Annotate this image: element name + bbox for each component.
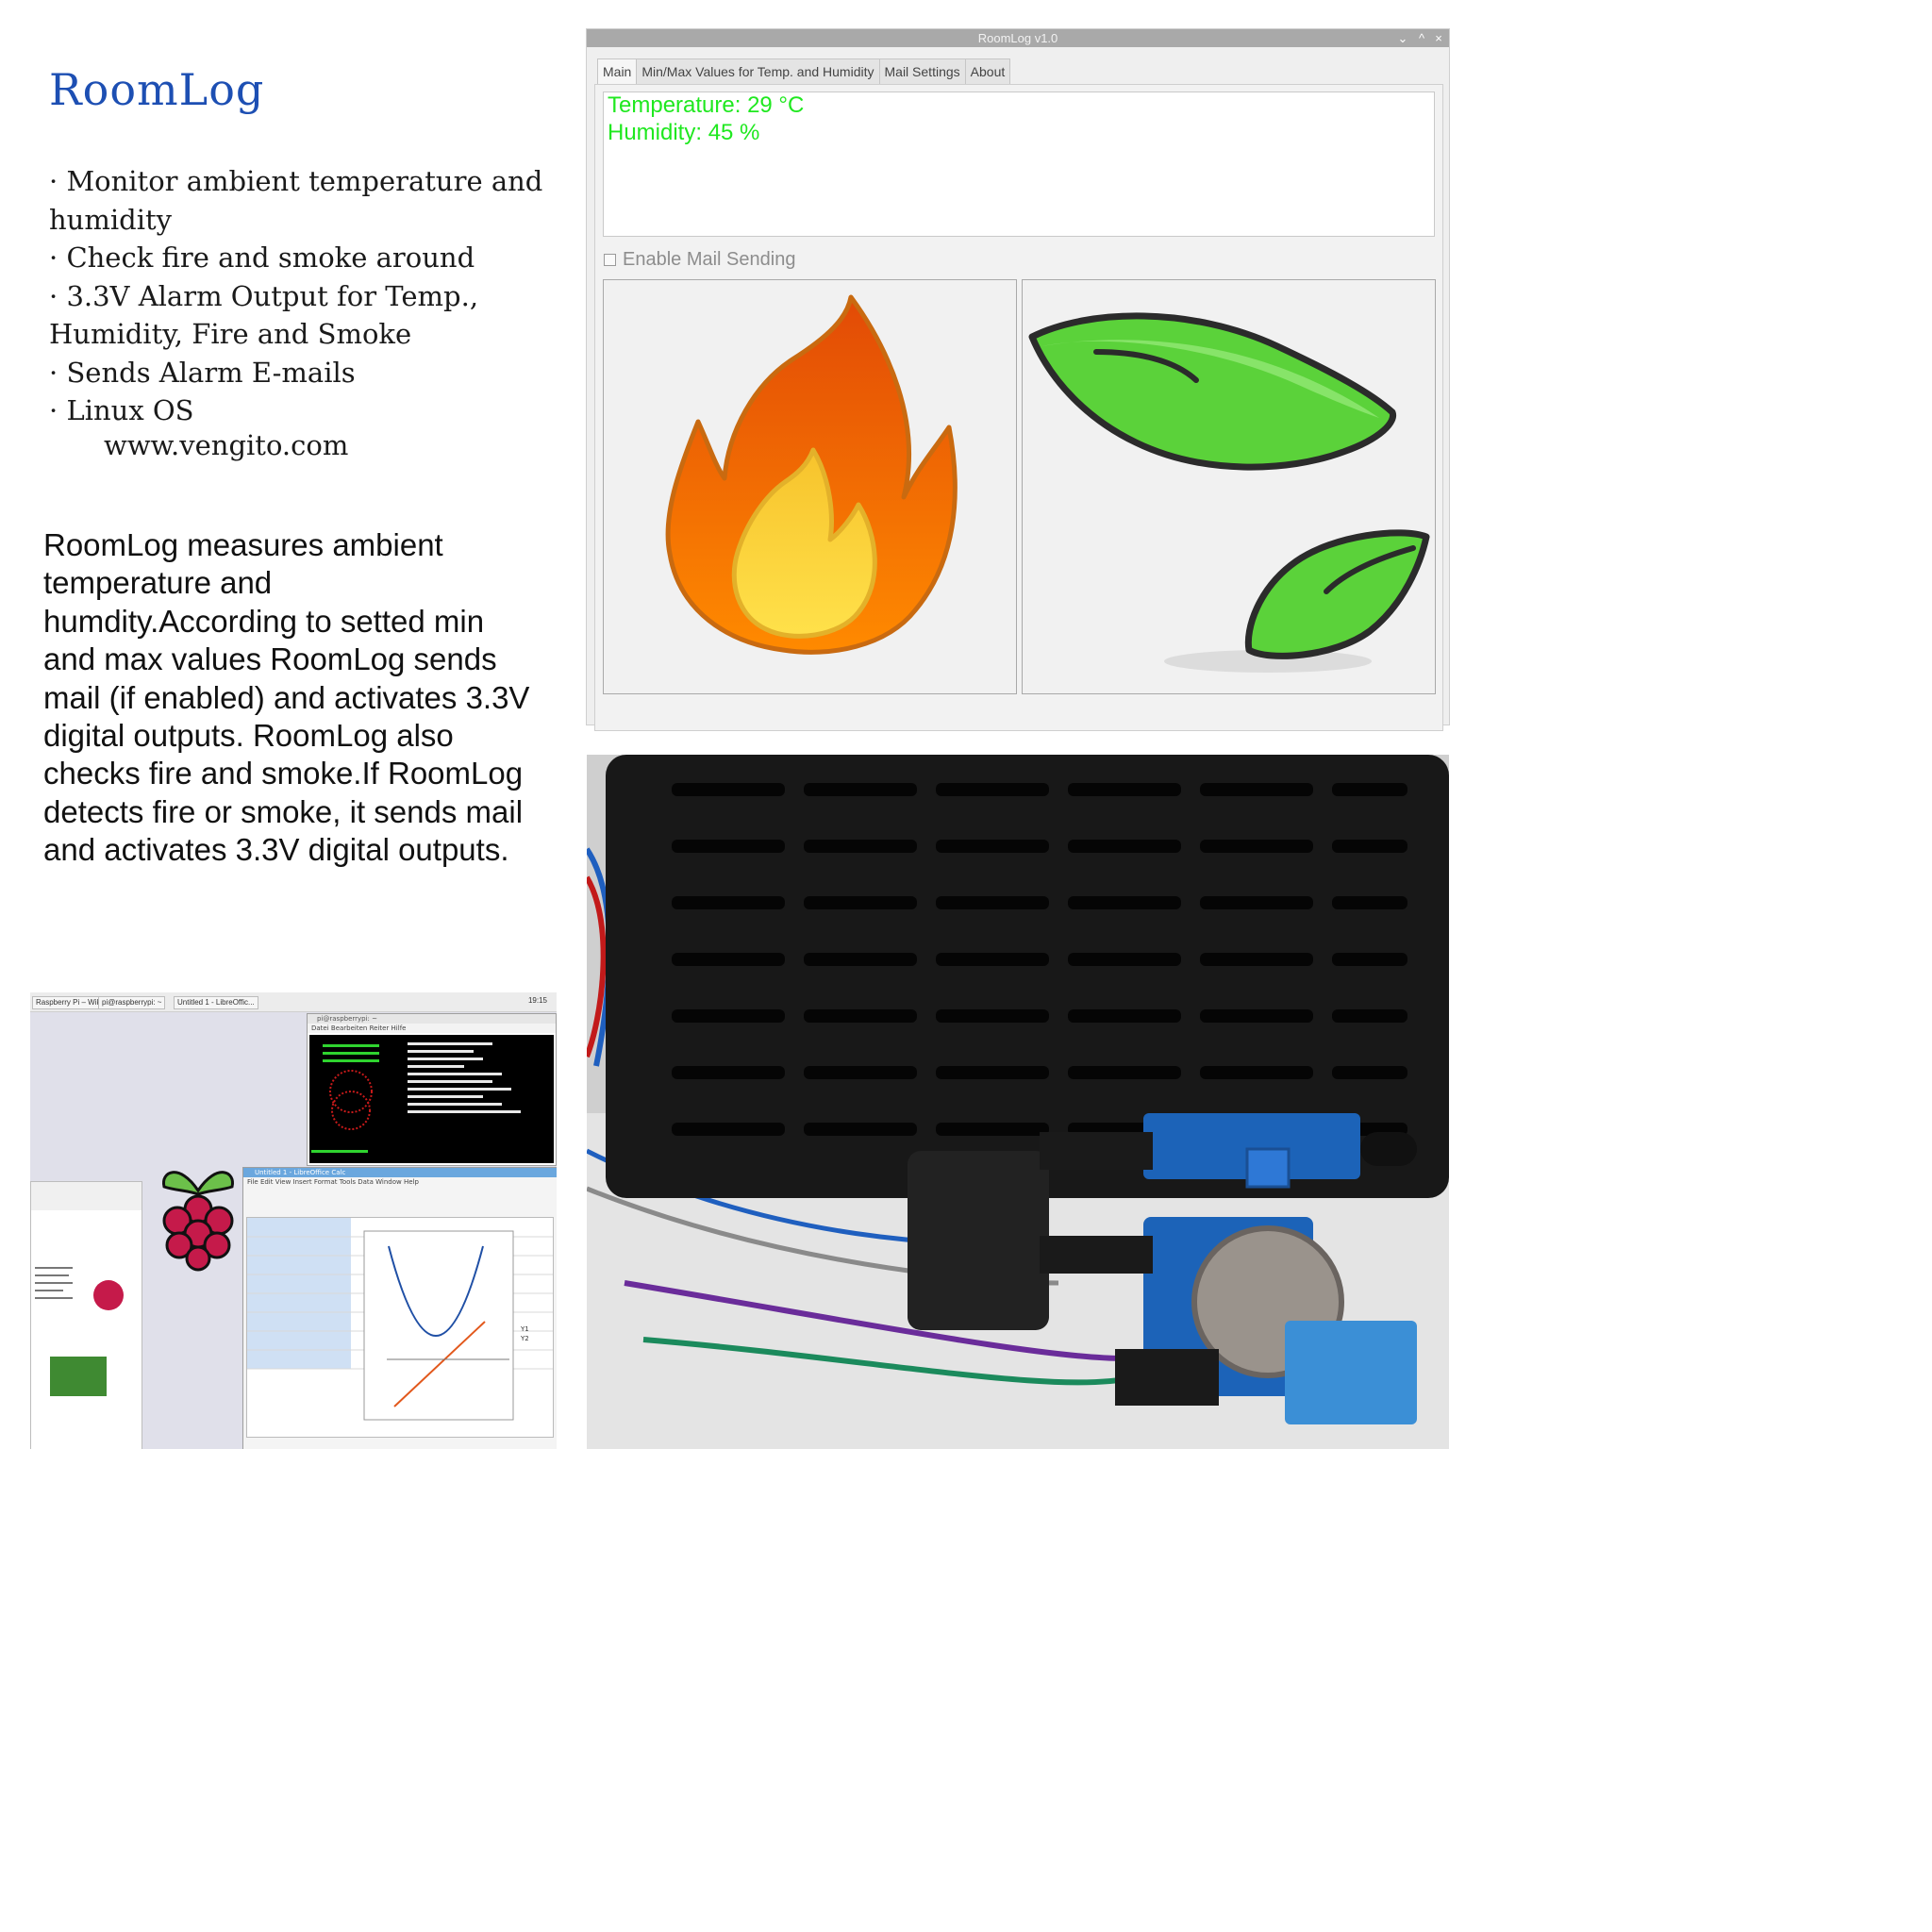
website-link[interactable]: www.vengito.com — [104, 429, 349, 461]
feature-item: Sends Alarm E-mails — [49, 354, 558, 392]
tab-min-max-values[interactable]: Min/Max Values for Temp. and Humidity — [636, 58, 880, 84]
leaf-icon — [1028, 312, 1430, 673]
tab-about[interactable]: About — [964, 58, 1011, 84]
calc-titlebar[interactable]: Untitled 1 - LibreOffice Calc — [243, 1168, 557, 1177]
window-titlebar[interactable]: RoomLog v1.0 ⌄ ^ × — [587, 29, 1449, 47]
taskbar-item[interactable]: Raspberry Pi – Wikip... — [32, 996, 117, 1009]
humidity-status-panel — [1022, 279, 1436, 694]
tab-mail-settings[interactable]: Mail Settings — [878, 58, 966, 84]
feature-item: Monitor ambient temperature and humidity — [49, 162, 558, 239]
calc-window: Untitled 1 - LibreOffice Calc File Edit … — [242, 1167, 557, 1449]
brand-title: RoomLog — [49, 64, 265, 115]
calc-menu[interactable]: File Edit View Insert Format Tools Data … — [247, 1178, 419, 1186]
legend-y1: Y1 — [520, 1325, 529, 1333]
taskbar-clock: 19:15 — [527, 996, 547, 1005]
enable-mail-checkbox[interactable] — [604, 253, 616, 266]
legend-y2: Y2 — [520, 1335, 529, 1342]
hardware-photo — [587, 755, 1449, 1449]
minimize-button[interactable]: ⌄ — [1397, 31, 1408, 45]
close-button[interactable]: × — [1435, 31, 1442, 45]
tab-main[interactable]: Main — [597, 58, 638, 86]
maximize-button[interactable]: ^ — [1418, 31, 1425, 45]
raspberry-case-with-sensors — [587, 755, 1449, 1449]
browser-window — [30, 1181, 142, 1449]
taskbar-item[interactable]: Untitled 1 - LibreOffic... — [174, 996, 258, 1009]
roomlog-window: RoomLog v1.0 ⌄ ^ × Main Min/Max Values f… — [587, 29, 1449, 731]
main-tab-panel: Temperature: 29 °C Humidity: 45 % Enable… — [594, 84, 1443, 731]
terminal-screen — [309, 1035, 554, 1163]
tab-bar: Main Min/Max Values for Temp. and Humidi… — [597, 58, 1011, 86]
spreadsheet-grid: Y1 Y2 — [246, 1217, 554, 1438]
taskbar-item[interactable]: pi@raspberrypi: ~ — [98, 996, 166, 1009]
terminal-titlebar[interactable]: pi@raspberrypi: ~ — [308, 1014, 556, 1024]
humidity-reading: Humidity: 45 % — [608, 120, 760, 145]
fire-status-panel — [603, 279, 1017, 694]
desktop-taskbar: Raspberry Pi – Wikip... pi@raspberrypi: … — [30, 992, 557, 1012]
description-text: RoomLog measures ambient temperature and… — [43, 527, 530, 868]
desktop-screenshot: Raspberry Pi – Wikip... pi@raspberrypi: … — [30, 992, 557, 1449]
enable-mail-label: Enable Mail Sending — [623, 248, 796, 270]
temperature-reading: Temperature: 29 °C — [608, 92, 805, 118]
raspberry-pi-logo — [162, 1171, 234, 1272]
fire-icon — [665, 294, 958, 655]
terminal-window: pi@raspberrypi: ~ Datei Bearbeiten Reite… — [307, 1013, 557, 1166]
readings-box: Temperature: 29 °C Humidity: 45 % — [603, 92, 1435, 237]
spreadsheet-with-plot: Y1 Y2 — [247, 1218, 553, 1421]
feature-item: Check fire and smoke around — [49, 239, 558, 277]
window-title: RoomLog v1.0 — [977, 31, 1058, 45]
feature-list: Monitor ambient temperature and humidity… — [49, 162, 558, 430]
feature-item: Linux OS — [49, 391, 558, 430]
terminal-menu[interactable]: Datei Bearbeiten Reiter Hilfe — [308, 1024, 556, 1033]
terminal-output — [311, 1042, 521, 1153]
mail-sending-row[interactable]: Enable Mail Sending — [604, 249, 795, 270]
feature-item: 3.3V Alarm Output for Temp., Humidity, F… — [49, 277, 558, 354]
wikipedia-page — [31, 1182, 142, 1396]
